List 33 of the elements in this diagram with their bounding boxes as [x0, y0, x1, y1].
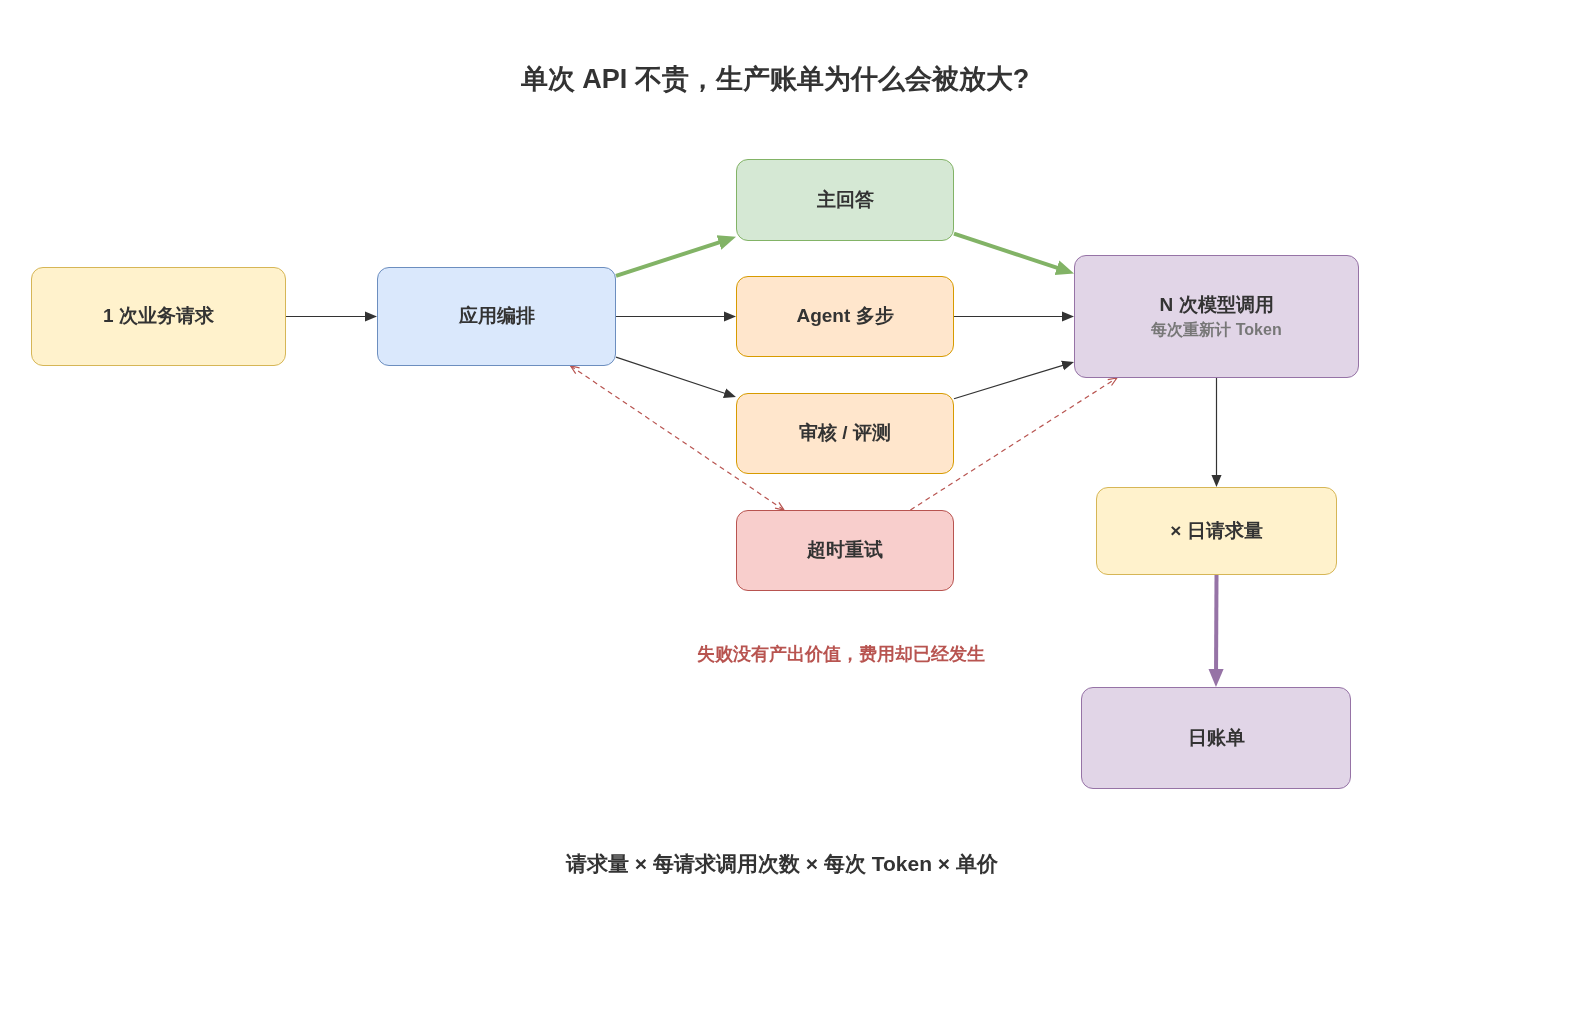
- dashed-arrow: [909, 377, 1118, 511]
- rounded-box: [31, 267, 286, 366]
- box-label: 日账单: [1187, 726, 1245, 750]
- box-label: 应用编排: [458, 305, 535, 328]
- thick-arrow: [953, 231, 1075, 275]
- rounded-box: [1074, 255, 1359, 378]
- rounded-box: [736, 510, 954, 591]
- box-sublabel: 每次重新计 Token: [1151, 320, 1282, 340]
- rounded-box: [736, 393, 954, 474]
- arrow: [953, 311, 1074, 322]
- rounded-box: [1081, 687, 1351, 789]
- thick-arrow: [1208, 575, 1224, 687]
- box-label: 主回答: [816, 188, 874, 212]
- rounded-box: [736, 159, 954, 241]
- box-label: 1 次业务请求: [103, 305, 214, 328]
- box-label: Agent 多步: [796, 305, 894, 328]
- box-label: 审核 / 评测: [799, 422, 891, 445]
- arrow: [615, 311, 736, 322]
- box-label: × 日请求量: [1170, 519, 1263, 543]
- rounded-box: [1096, 487, 1337, 575]
- note-text: 失败没有产出价值，费用却已经发生: [697, 644, 985, 666]
- diagram-title: 单次 API 不贵，生产账单为什么会被放大?: [520, 62, 1030, 96]
- arrow: [615, 356, 736, 398]
- thick-arrow: [615, 235, 737, 278]
- arrow: [1211, 377, 1222, 487]
- box-label: N 次模型调用: [1159, 293, 1274, 317]
- rounded-box: [377, 267, 616, 366]
- formula-text: 请求量 × 每请求调用次数 × 每次 Token × 单价: [566, 851, 998, 877]
- dashed-double-arrow: [570, 365, 785, 511]
- rounded-box: [736, 276, 954, 357]
- box-label: 超时重试: [807, 539, 883, 562]
- arrow: [953, 360, 1074, 400]
- arrow: [285, 311, 377, 322]
